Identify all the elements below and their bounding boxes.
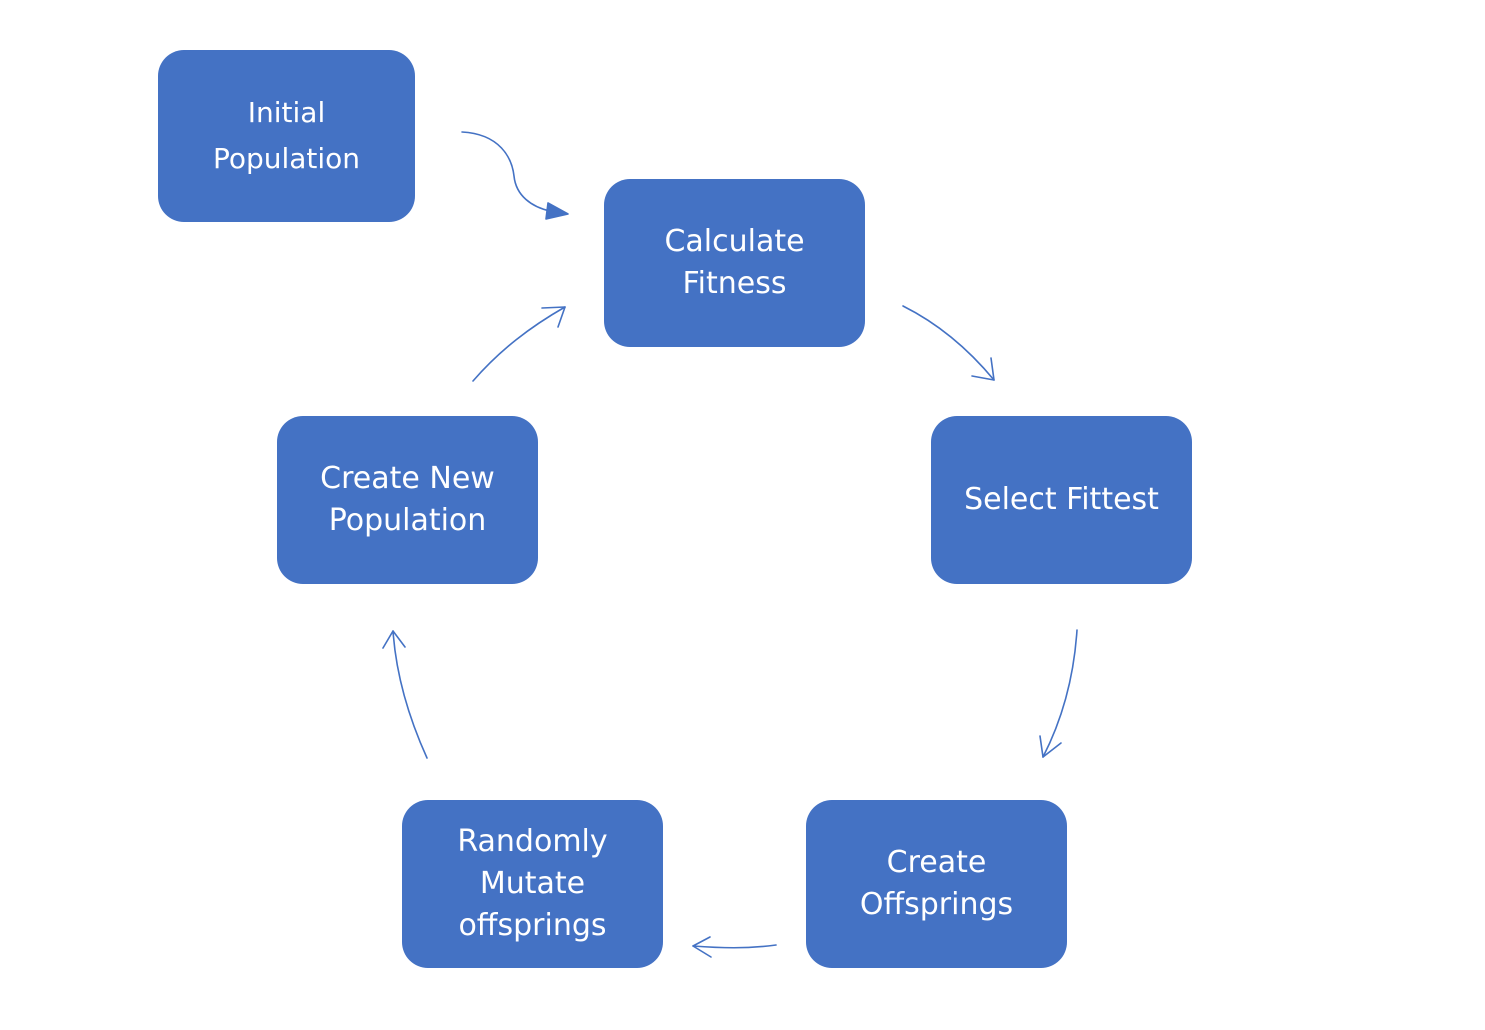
arrow-select-to-offsprings <box>1039 629 1078 758</box>
node-create-new-population: Create New Population <box>277 416 538 584</box>
arrow-offsprings-to-mutate <box>692 936 777 958</box>
node-create-offsprings: Create Offsprings <box>806 800 1067 968</box>
node-initial-population: Initial Population <box>158 50 415 222</box>
node-select-fittest: Select Fittest <box>931 416 1192 584</box>
node-randomly-mutate-offsprings: Randomly Mutate offsprings <box>402 800 663 968</box>
node-calculate-fitness: Calculate Fitness <box>604 179 865 347</box>
arrow-calculate-to-select <box>902 305 995 381</box>
arrow-initial-to-calculate <box>461 131 569 220</box>
arrow-mutate-to-newpop <box>382 630 428 759</box>
arrow-newpop-to-calculate <box>472 306 566 382</box>
